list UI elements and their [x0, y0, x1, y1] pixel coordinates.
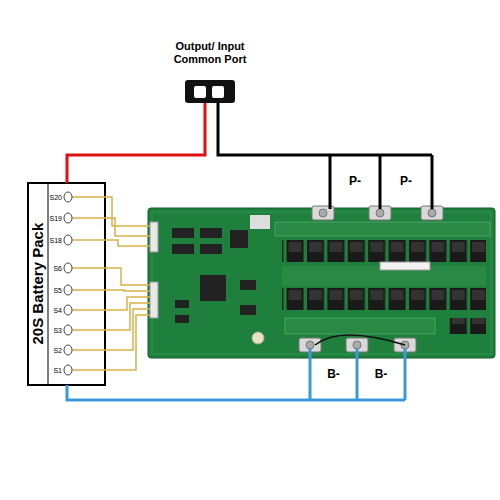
balance-wire: [72, 197, 150, 370]
pcb-board: [148, 208, 495, 358]
battery-pack-box: [28, 183, 105, 385]
b-wire: [310, 349, 405, 400]
wire: [67, 385, 310, 400]
terminal: [299, 206, 443, 352]
cell-tap-label: S19: [50, 215, 62, 222]
components: [172, 215, 270, 323]
cell-tap-label: S6: [53, 265, 62, 272]
cell-tap-label: S4: [53, 307, 62, 314]
node-label: P-: [349, 175, 361, 189]
cell-terminal: [64, 192, 72, 375]
p-wire: [330, 155, 432, 209]
cell-tap-label: S2: [53, 347, 62, 354]
sticker: [380, 262, 430, 270]
cell-tap-label: S20: [50, 194, 62, 201]
balance-header: [150, 282, 158, 318]
cell-tap-label: S5: [53, 287, 62, 294]
mosfet-row: [282, 240, 486, 264]
wire: [67, 103, 205, 183]
b-terminal-group: B-: [310, 349, 357, 400]
node-label: Output/ Input Common Port: [155, 40, 265, 65]
mosfet-row: [282, 288, 486, 312]
cell-tap-label: S1: [53, 367, 62, 374]
pack-title: 20S Battery Pack: [29, 223, 46, 345]
node-label: P-: [400, 175, 412, 189]
common-port: [185, 80, 235, 103]
balance-header: [150, 222, 158, 252]
wire: [218, 103, 330, 155]
node-label: B-: [375, 368, 388, 382]
battery-pack: 20S Battery Pack: [28, 183, 105, 385]
cell-tap-label: S18: [50, 237, 62, 244]
b-terminal-group: B-: [357, 349, 405, 400]
cell-tap-label: S3: [53, 327, 62, 334]
p-terminal-group: P-: [380, 155, 432, 209]
port-node: Output/ Input Common Port: [155, 40, 265, 103]
node-label: B-: [327, 368, 340, 382]
p-terminal-group: P-: [330, 155, 380, 209]
